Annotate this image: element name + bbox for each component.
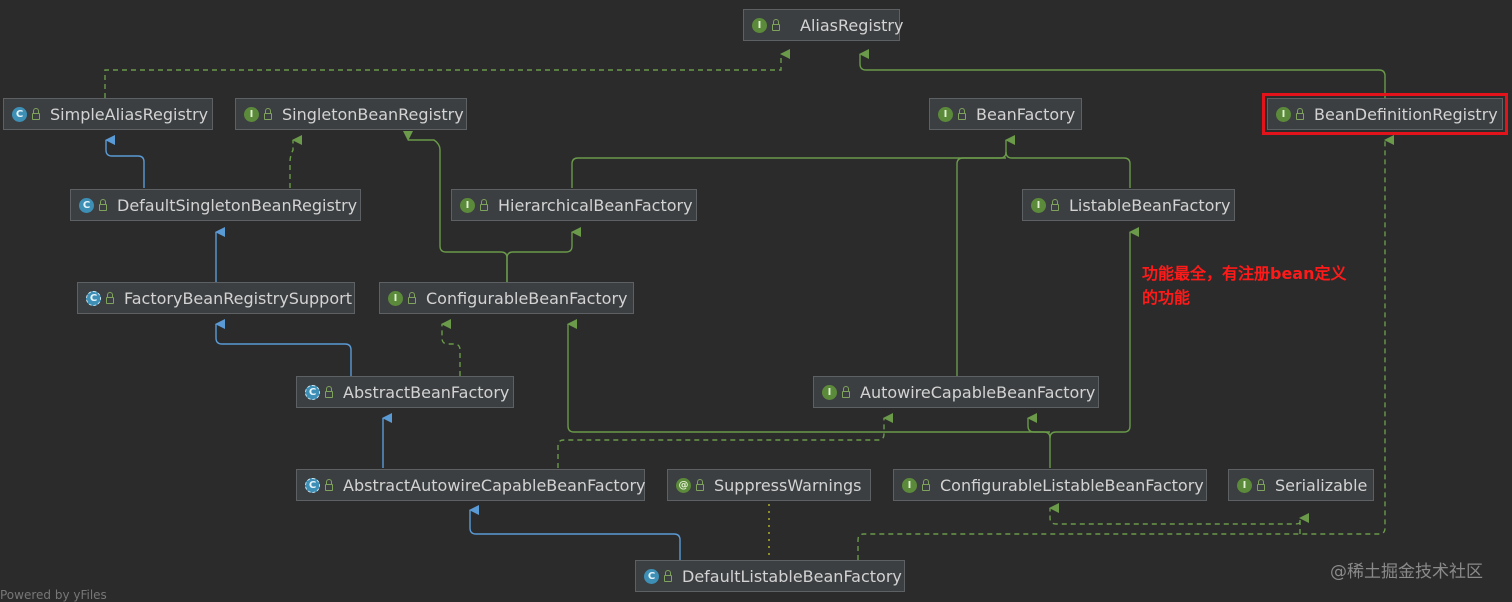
lock-icon [408, 291, 416, 304]
lock-icon [842, 385, 850, 398]
powered-by-footer: Powered by yFiles [0, 588, 107, 602]
node-label: BeanFactory [976, 104, 1076, 124]
lock-icon [32, 107, 40, 120]
abstract-class-icon: C [86, 290, 101, 306]
node-label: SingletonBeanRegistry [282, 104, 464, 124]
lock-icon [325, 385, 333, 398]
node-configurable-bean-factory[interactable]: I ConfigurableBeanFactory [379, 282, 634, 314]
watermark: @稀土掘金技术社区 [1330, 562, 1483, 582]
node-label: AbstractAutowireCapableBeanFactory [343, 475, 646, 495]
node-default-listable-bean-factory[interactable]: C DefaultListableBeanFactory [635, 560, 905, 592]
node-label: FactoryBeanRegistrySupport [124, 288, 352, 308]
node-alias-registry[interactable]: I AliasRegistry [743, 9, 904, 41]
edge-defaultlistable-abstractautowire [469, 505, 681, 560]
class-icon: C [79, 197, 94, 213]
node-label: SuppressWarnings [714, 475, 862, 495]
interface-icon: I [460, 197, 475, 213]
interface-icon: I [752, 17, 767, 33]
node-bean-definition-registry[interactable]: I BeanDefinitionRegistry [1262, 93, 1508, 135]
interface-icon: I [822, 384, 837, 400]
node-abstract-bean-factory[interactable]: C AbstractBeanFactory [296, 376, 514, 408]
node-factory-bean-registry-support[interactable]: C FactoryBeanRegistrySupport [77, 282, 355, 314]
interface-icon: I [244, 106, 259, 122]
node-configurable-listable-bean-factory[interactable]: I ConfigurableListableBeanFactory [893, 469, 1207, 501]
lock-icon [480, 198, 488, 211]
node-label: Serializable [1275, 475, 1368, 495]
edge-conflistable-autowire [1027, 413, 1050, 433]
lock-icon [99, 198, 107, 211]
node-label: AbstractBeanFactory [343, 382, 510, 402]
edge-autowirecap-autowire [557, 413, 893, 468]
node-label: DefaultSingletonBeanRegistry [117, 195, 358, 215]
annotation-icon: @ [676, 477, 691, 493]
node-default-singleton-bean-registry[interactable]: C DefaultSingletonBeanRegistry [70, 189, 361, 221]
lock-icon [1257, 478, 1265, 491]
node-label: ListableBeanFactory [1069, 195, 1231, 215]
abstract-class-icon: C [305, 477, 320, 493]
edge-abstractbean-factorybeansupport [215, 319, 352, 376]
node-label: AliasRegistry [800, 15, 904, 35]
class-icon: C [644, 568, 659, 584]
annotation-line-1: 功能最全，有注册bean定义 [1142, 264, 1347, 283]
node-label: BeanDefinitionRegistry [1314, 104, 1498, 124]
lock-icon [264, 107, 272, 120]
edge-defaultlistable-confListable [857, 135, 1394, 560]
interface-icon: I [1237, 477, 1252, 493]
node-label: HierarchicalBeanFactory [498, 195, 693, 215]
edge-beandefreg-aliasregistry [859, 49, 1386, 98]
node-serializable[interactable]: I Serializable [1228, 469, 1374, 501]
edge-defaultlistable-configurablelistable [1049, 503, 1301, 525]
edge-hierarchical-beanfactory [571, 135, 1015, 188]
edge-autowire-beanfactory [956, 157, 1006, 376]
annotation-line-2: 的功能 [1142, 288, 1191, 307]
node-simple-alias-registry[interactable]: C SimpleAliasRegistry [3, 98, 213, 130]
node-hierarchical-bean-factory[interactable]: I HierarchicalBeanFactory [451, 189, 697, 221]
edge-configurable-hierarchical [506, 227, 581, 282]
node-suppress-warnings[interactable]: @ SuppressWarnings [667, 469, 871, 501]
edge-defaultsingleton-singletonreg [289, 135, 302, 188]
node-listable-bean-factory[interactable]: I ListableBeanFactory [1022, 189, 1235, 221]
abstract-class-icon: C [305, 384, 320, 400]
node-label: ConfigurableListableBeanFactory [940, 475, 1204, 495]
lock-icon [1296, 107, 1304, 120]
edge-listable-beanfactory [1005, 151, 1131, 188]
node-autowire-capable-bean-factory[interactable]: I AutowireCapableBeanFactory [813, 376, 1099, 408]
edge-abstractbean-configurable [441, 319, 461, 376]
lock-icon [664, 569, 672, 582]
interface-icon: I [938, 106, 953, 122]
interface-icon: I [902, 477, 917, 493]
node-label: SimpleAliasRegistry [50, 104, 209, 124]
node-singleton-bean-registry[interactable]: I SingletonBeanRegistry [235, 98, 467, 130]
node-label: ConfigurableBeanFactory [426, 288, 628, 308]
node-abstract-autowire-capable-bean-factory[interactable]: C AbstractAutowireCapableBeanFactory [296, 469, 646, 501]
lock-icon [958, 107, 966, 120]
edge-conflistable-listable [1049, 227, 1139, 439]
edge-configurable-singletonreg [403, 131, 508, 282]
node-bean-factory[interactable]: I BeanFactory [929, 98, 1082, 130]
node-label: DefaultListableBeanFactory [682, 566, 902, 586]
lock-icon [1051, 198, 1059, 211]
annotation-note: 功能最全，有注册bean定义 的功能 [1142, 262, 1347, 310]
lock-icon [922, 478, 930, 491]
lock-icon [696, 478, 704, 491]
lock-icon [772, 18, 780, 31]
edge-defaultsingleton-simplealias [105, 135, 145, 188]
interface-icon: I [1276, 106, 1291, 122]
lock-icon [106, 291, 114, 304]
interface-icon: I [1031, 197, 1046, 213]
class-icon: C [12, 106, 27, 122]
edge-simplealias-aliasregistry [104, 49, 790, 98]
interface-icon: I [388, 290, 403, 306]
lock-icon [325, 478, 333, 491]
node-label: AutowireCapableBeanFactory [860, 382, 1096, 402]
